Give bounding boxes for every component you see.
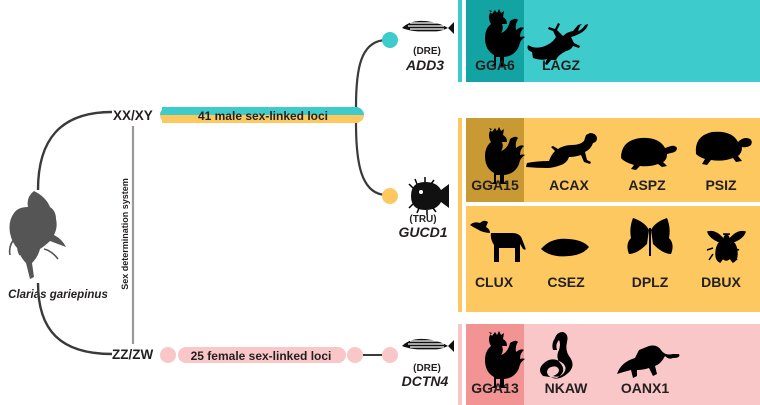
pink-accent-bar	[458, 324, 462, 405]
pufferfish-icon	[408, 176, 450, 216]
panel-code-nkaw: NKAW	[545, 380, 589, 396]
panel-code-aspz: ASPZ	[628, 177, 666, 193]
panel-code-gga13: GGA13	[471, 380, 519, 396]
branch-gucd1	[354, 122, 388, 197]
female-loci-bar	[160, 347, 398, 363]
species-name: Clarias gariepinus	[8, 289, 108, 301]
panel-code-psiz: PSIZ	[705, 177, 737, 193]
gucd1-gene: GUCD1	[398, 224, 447, 240]
panel-code-lagz: LAGZ	[542, 57, 581, 73]
teal-accent-bar	[458, 0, 462, 82]
panel-code-oanx1: OANX1	[621, 380, 669, 396]
panel-code-dbux: DBUX	[701, 274, 741, 290]
arc-to-xxxy	[36, 110, 113, 191]
yellow-panel-bottom	[466, 206, 760, 312]
gucd1-node	[382, 188, 398, 204]
axis-label: Sex determination system	[120, 178, 130, 290]
dctn4-gene: DCTN4	[402, 373, 449, 389]
male-loci-label: 41 male sex-linked loci	[198, 109, 328, 123]
male-system-label: XX/XY	[113, 108, 153, 123]
add3-species-code: (DRE)	[413, 46, 441, 57]
zebrafish-icon	[401, 338, 455, 353]
gucd1-species-code: (TRU)	[409, 214, 436, 225]
female-system-label: ZZ/ZW	[112, 347, 153, 362]
female-loci-label: 25 female sex-linked loci	[191, 349, 332, 363]
panel-code-gga6: GGA6	[475, 57, 515, 73]
branch-add3	[354, 38, 388, 108]
panel-code-acax: ACAX	[549, 177, 589, 193]
arc-to-zzzw	[36, 282, 113, 356]
dctn4-species-code: (DRE)	[413, 363, 441, 374]
yellow-accent-bar	[458, 118, 462, 312]
add3-node	[382, 32, 398, 48]
panel-code-gga15: GGA15	[471, 177, 519, 193]
zebrafish-icon	[401, 20, 455, 35]
panel-code-dplz: DPLZ	[632, 274, 669, 290]
add3-gene: ADD3	[405, 57, 444, 73]
catfish-icon	[8, 190, 67, 280]
male-loci-bar	[160, 107, 364, 123]
panel-code-clux: CLUX	[475, 274, 514, 290]
panel-code-csez: CSEZ	[547, 274, 585, 290]
